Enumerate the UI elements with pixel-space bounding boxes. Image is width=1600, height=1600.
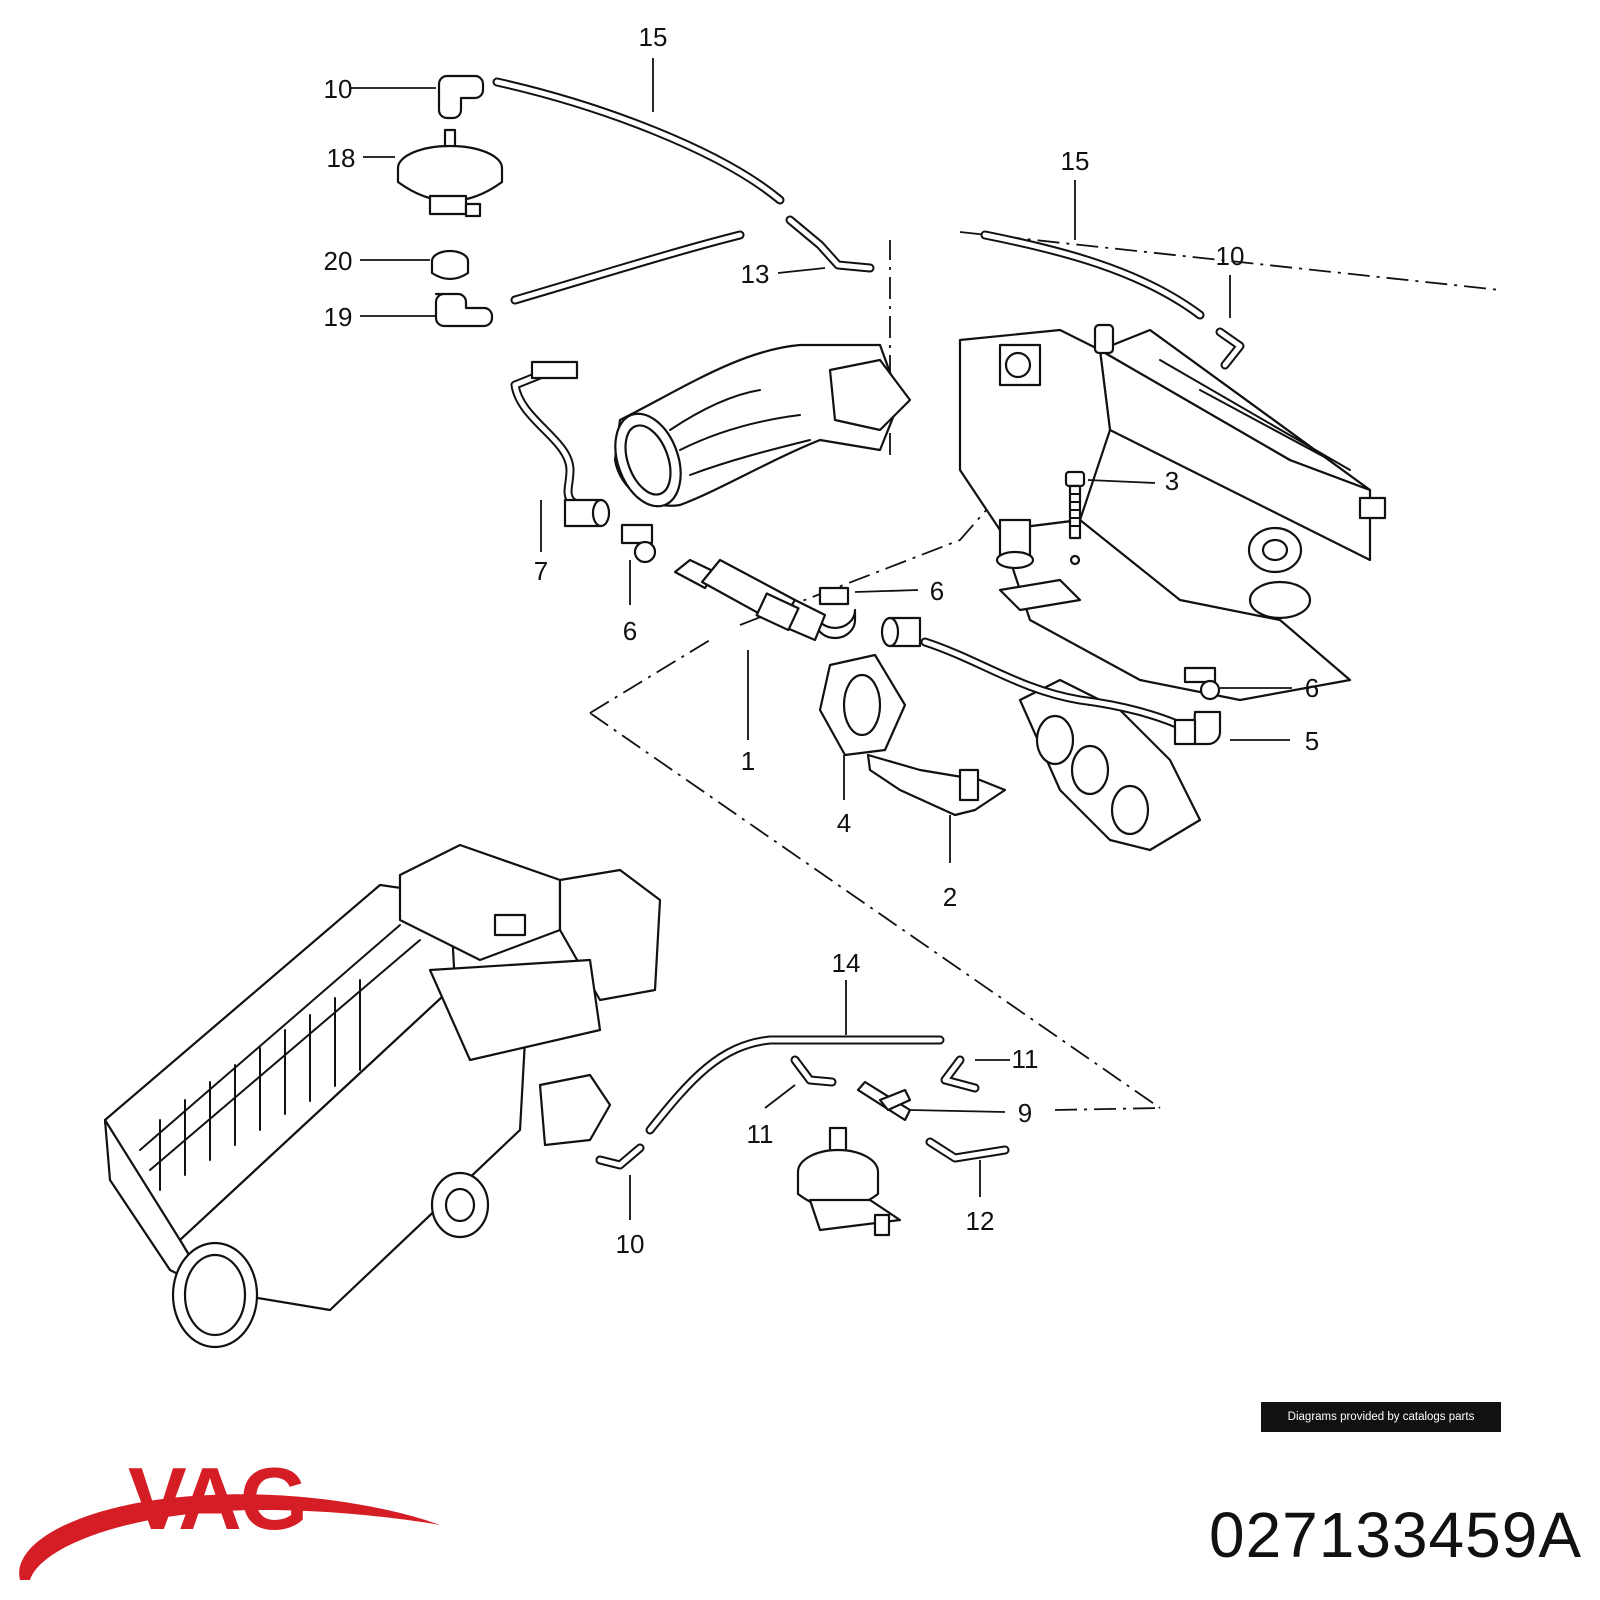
hose-15-upper bbox=[492, 77, 785, 205]
leader-lines bbox=[350, 58, 1292, 1220]
callout-10-right: 10 bbox=[1216, 241, 1245, 271]
elbow-10-upper bbox=[437, 74, 485, 120]
callout-1: 1 bbox=[741, 746, 755, 776]
seal-4 bbox=[818, 653, 907, 757]
elbow-10-lower bbox=[595, 1143, 645, 1170]
clamp-6-left bbox=[620, 523, 657, 564]
injector-1 bbox=[673, 558, 827, 642]
intake-manifold bbox=[958, 323, 1387, 852]
t-piece-9 bbox=[856, 1080, 912, 1122]
callout-labels: 15 10 18 20 19 13 15 10 3 7 6 6 1 4 2 6 … bbox=[324, 22, 1320, 1259]
clamp-20 bbox=[430, 249, 470, 281]
callout-10-bottom: 10 bbox=[616, 1229, 645, 1259]
callout-11-left: 11 bbox=[747, 1119, 774, 1149]
bolt-3 bbox=[1064, 470, 1086, 566]
callout-13: 13 bbox=[741, 259, 770, 289]
callout-7: 7 bbox=[534, 556, 548, 586]
callout-20: 20 bbox=[324, 246, 353, 276]
hose-14 bbox=[645, 1035, 945, 1135]
assembly-outline bbox=[589, 231, 1501, 1111]
callout-15-top: 15 bbox=[639, 22, 668, 52]
bracket-2 bbox=[866, 753, 1007, 817]
callout-10-top: 10 bbox=[324, 74, 353, 104]
callout-15-right: 15 bbox=[1061, 146, 1090, 176]
callout-3: 3 bbox=[1165, 466, 1179, 496]
elbow-11-right bbox=[940, 1055, 980, 1093]
callout-19: 19 bbox=[324, 302, 353, 332]
hose-13 bbox=[785, 215, 875, 273]
brand-logo: VAG bbox=[128, 1449, 308, 1548]
elbow-19 bbox=[434, 292, 494, 328]
clamp-6-right bbox=[1183, 666, 1221, 701]
pressure-regulator bbox=[796, 1126, 902, 1237]
callout-4: 4 bbox=[837, 808, 851, 838]
callout-6-right: 6 bbox=[1305, 673, 1319, 703]
air-filter-housing bbox=[103, 843, 662, 1349]
hose-12 bbox=[925, 1137, 1010, 1163]
vacuum-valve-18 bbox=[396, 128, 504, 218]
intake-duct bbox=[613, 343, 912, 508]
hose-connector-left bbox=[510, 230, 745, 305]
credit-badge: Diagrams provided by catalogs parts bbox=[1261, 1402, 1501, 1432]
clamp-6-center bbox=[813, 586, 857, 640]
callout-2: 2 bbox=[943, 882, 957, 912]
hose-5 bbox=[880, 616, 1222, 746]
hose-15-right bbox=[980, 230, 1205, 320]
brand-swoosh bbox=[19, 1494, 440, 1580]
callout-9: 9 bbox=[1018, 1098, 1032, 1128]
callout-18: 18 bbox=[327, 143, 356, 173]
part-number: 027133459A bbox=[1208, 1499, 1582, 1571]
callout-5: 5 bbox=[1305, 726, 1319, 756]
elbow-10-right bbox=[1215, 327, 1245, 370]
callout-6-center: 6 bbox=[930, 576, 944, 606]
callout-12: 12 bbox=[966, 1206, 995, 1236]
callout-6-left: 6 bbox=[623, 616, 637, 646]
callout-11-right: 11 bbox=[1012, 1044, 1039, 1074]
callout-14: 14 bbox=[832, 948, 861, 978]
elbow-11-left bbox=[790, 1055, 837, 1087]
hose-7 bbox=[510, 360, 611, 528]
